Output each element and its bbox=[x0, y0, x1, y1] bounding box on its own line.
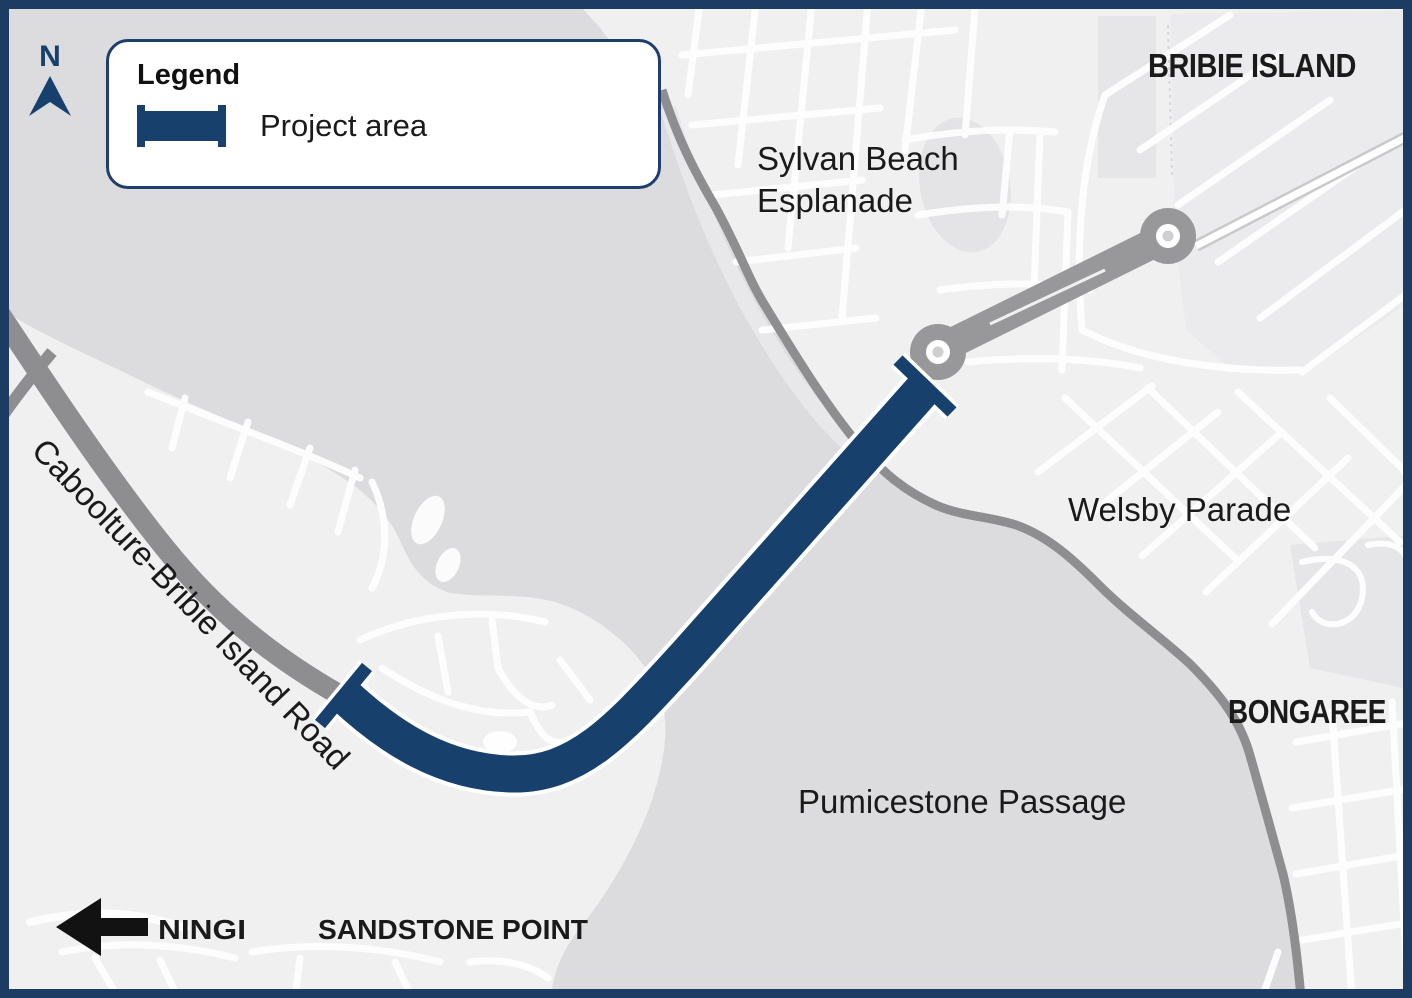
road-bribie-northeast bbox=[1193, 128, 1412, 252]
road-caboolture-bribie-island bbox=[0, 296, 344, 704]
project-area-symbol-icon bbox=[137, 105, 226, 147]
label-welsby-parade: Welsby Parade bbox=[1068, 491, 1291, 528]
label-pumicestone-passage: Pumicestone Passage bbox=[798, 783, 1126, 820]
project-area-endcap-east bbox=[893, 355, 957, 417]
north-label: N bbox=[39, 40, 61, 73]
legend-title: Legend bbox=[137, 59, 241, 91]
north-arrow: N bbox=[29, 40, 71, 116]
legend-item-project-area: Project area bbox=[137, 105, 658, 147]
marina-lagoons bbox=[411, 495, 517, 753]
road-sylvan-beach-esplanade bbox=[657, 88, 1306, 998]
label-sylvan-beach-line1: Sylvan Beach bbox=[757, 140, 959, 177]
ningi-direction-arrow-icon bbox=[56, 898, 148, 956]
label-bribie-island: BRIBIE ISLAND bbox=[1148, 47, 1356, 84]
north-arrow-icon bbox=[29, 76, 71, 116]
label-ningi: NINGI bbox=[158, 914, 246, 945]
label-bongaree: BONGAREE bbox=[1228, 693, 1386, 730]
label-sylvan-beach-line2: Esplanade bbox=[757, 182, 913, 219]
legend-box: Legend Project area bbox=[106, 39, 661, 189]
legend-item-label: Project area bbox=[260, 108, 428, 143]
label-sandstone-point: SANDSTONE POINT bbox=[318, 914, 588, 945]
project-area-line bbox=[312, 352, 959, 797]
existing-road-roundabouts bbox=[910, 208, 1196, 380]
landmass-sandstone-point bbox=[0, 308, 666, 998]
project-area-endcap-west bbox=[314, 662, 373, 729]
